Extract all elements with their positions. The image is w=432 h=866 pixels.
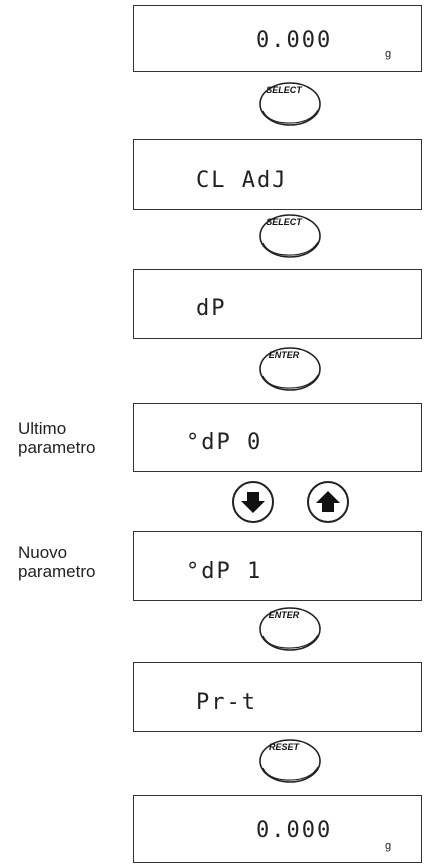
select-button[interactable]: SELECT [258,212,322,260]
display-panel: 0.000 g [133,5,422,72]
down-arrow-button[interactable] [231,480,275,524]
select-button[interactable]: SELECT [258,80,322,128]
display-value: Pr-t [196,690,257,715]
display-panel: CL AdJ [133,139,422,210]
display-value: dP [196,296,227,321]
up-arrow-button[interactable] [306,480,350,524]
display-value: °dP 1 [186,559,263,584]
display-panel: dP [133,269,422,339]
previous-parameter-label: Ultimo parametro [18,419,95,457]
enter-button[interactable]: ENTER [258,345,322,393]
enter-button-label: ENTER [268,610,300,620]
up-arrow-icon [307,481,349,523]
display-panel: °dP 1 [133,531,422,601]
side-label-line: Ultimo [18,419,67,438]
reset-button-label: RESET [268,742,299,752]
enter-button-label: ENTER [268,350,300,360]
display-unit: g [385,48,392,60]
select-button-icon [259,214,321,258]
enter-button-icon [259,347,321,391]
new-parameter-label: Nuovo parametro [18,543,95,581]
display-panel: Pr-t [133,662,422,732]
display-panel: 0.000 g [133,795,422,863]
reset-button-icon [259,739,321,783]
select-button-label: SELECT [266,85,302,95]
display-value: 0.000 [256,28,333,53]
display-value: 0.000 [256,818,333,843]
display-value: °dP 0 [186,430,263,455]
select-button-icon [259,82,321,126]
select-button-label: SELECT [266,217,302,227]
side-label-line: parametro [18,438,96,457]
display-unit: g [385,840,392,852]
down-arrow-icon [232,481,274,523]
enter-button-icon [259,607,321,651]
reset-button[interactable]: RESET [258,737,322,785]
side-label-line: parametro [18,562,96,581]
display-panel: °dP 0 [133,403,422,472]
enter-button[interactable]: ENTER [258,605,322,653]
display-value: CL AdJ [196,168,288,193]
side-label-line: Nuovo [18,543,68,562]
